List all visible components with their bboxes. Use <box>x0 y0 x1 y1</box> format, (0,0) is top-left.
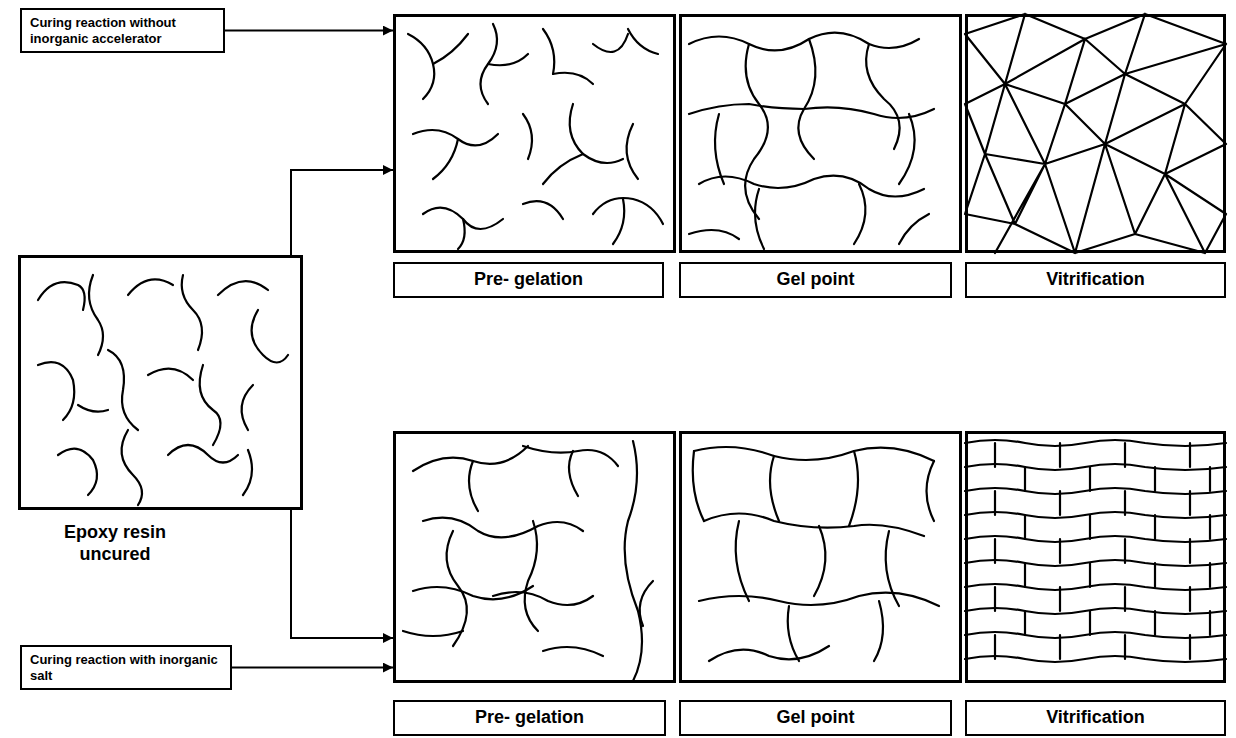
uncured-strands <box>38 275 288 505</box>
label-text: Curing reaction with inorganic salt <box>30 652 222 683</box>
connector-arrow <box>225 30 393 32</box>
connector-arrow <box>291 510 393 638</box>
connector-arrow <box>232 667 393 669</box>
label-text: Epoxy resin uncured <box>35 522 195 565</box>
pregel-strands <box>408 24 663 249</box>
label-text: Gel point <box>687 707 944 729</box>
stage-label-box: Gel point <box>679 262 952 298</box>
gel-network <box>693 447 939 661</box>
panel-caption: Epoxy resin uncured <box>35 522 195 565</box>
label-text: Gel point <box>687 269 944 291</box>
panel-frame <box>18 255 303 510</box>
stage-label-box: Gel point <box>679 700 952 736</box>
process-label-box: Curing reaction with inorganic salt <box>20 645 232 690</box>
panel-frame <box>965 14 1226 253</box>
panel-frame <box>679 14 962 253</box>
label-text: Vitrification <box>973 269 1218 291</box>
gel-network <box>689 33 934 249</box>
stage-panel: Pre- gelation <box>393 431 676 736</box>
stage-panel: Gel point <box>679 431 962 736</box>
stage-panel: Vitrification <box>965 431 1226 736</box>
pregel-strands <box>403 441 653 681</box>
panel-frame <box>965 431 1226 683</box>
vitrified-network <box>965 440 1226 662</box>
stage-panel: Vitrification <box>965 14 1226 298</box>
vitrified-network <box>965 14 1226 253</box>
label-text: Pre- gelation <box>401 269 656 291</box>
panel-frame <box>393 431 676 683</box>
resin-panel: Epoxy resin uncured <box>18 255 303 565</box>
process-label-box: Curing reaction without inorganic accele… <box>20 8 225 53</box>
stage-label-box: Vitrification <box>965 700 1226 736</box>
panel-frame <box>393 14 676 253</box>
label-text: Curing reaction without inorganic accele… <box>30 15 215 46</box>
stage-panel: Gel point <box>679 14 962 298</box>
stage-label-box: Pre- gelation <box>393 262 664 298</box>
stage-label-box: Vitrification <box>965 262 1226 298</box>
connector-arrow <box>291 170 393 255</box>
label-text: Pre- gelation <box>401 707 658 729</box>
panel-frame <box>679 431 962 683</box>
label-text: Vitrification <box>973 707 1218 729</box>
stage-panel: Pre- gelation <box>393 14 676 298</box>
stage-label-box: Pre- gelation <box>393 700 666 736</box>
